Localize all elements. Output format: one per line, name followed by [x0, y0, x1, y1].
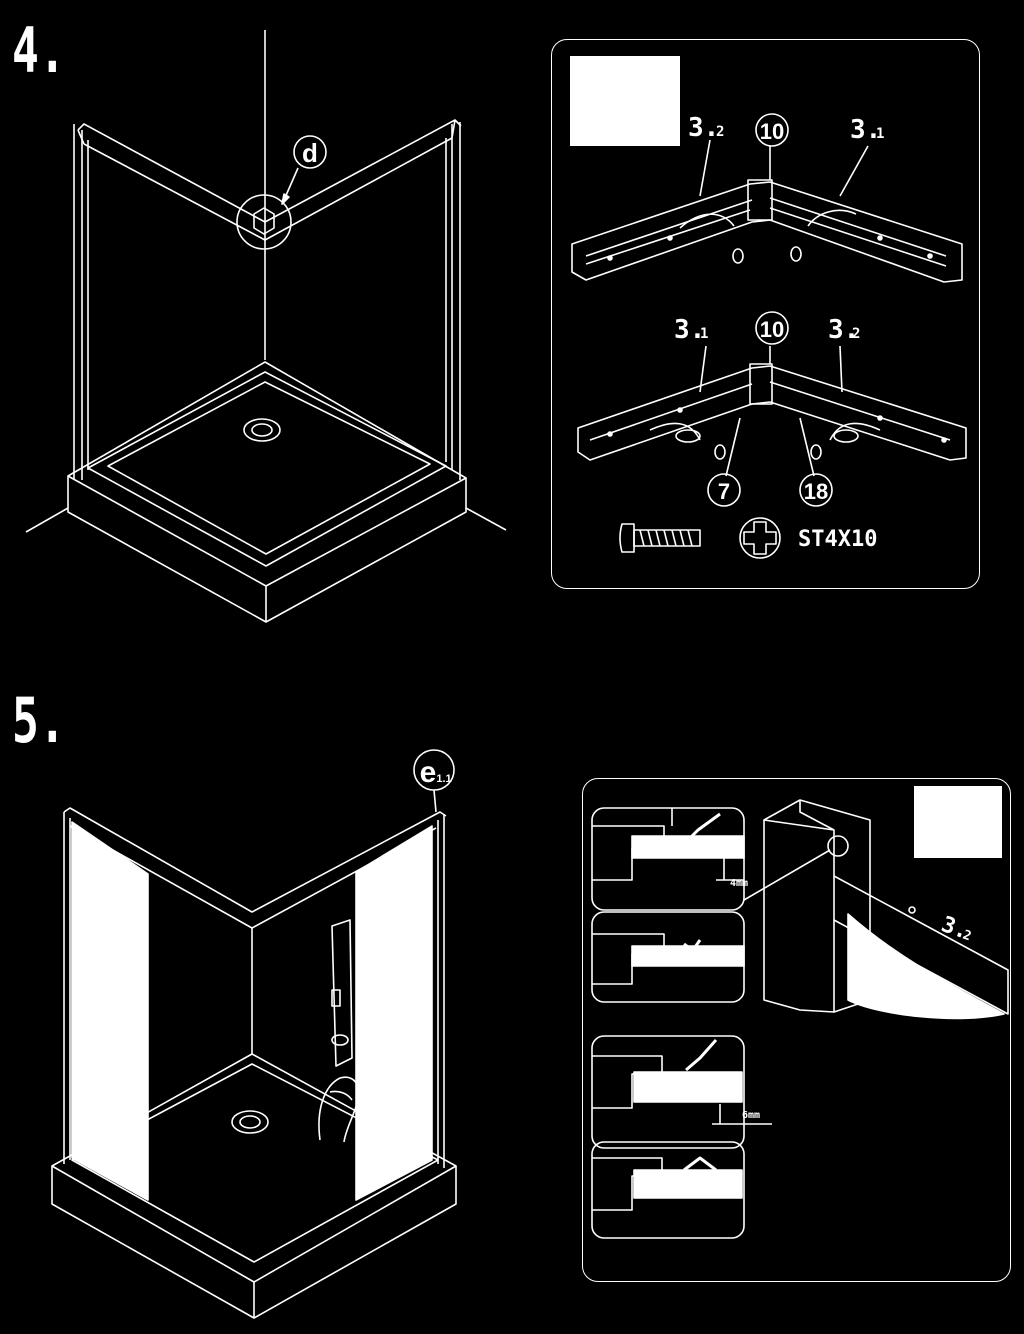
part-3-1-top: 3. [850, 115, 881, 145]
callout-part-10-bottom [755, 311, 789, 345]
part-3-2-top-sub: 2 [716, 124, 724, 140]
step-5-detail-panel [582, 778, 1011, 1282]
part-7-label: 7 [718, 479, 730, 504]
step-4-profile-assembly-bottom [577, 345, 967, 477]
callout-d-label: d [302, 138, 318, 168]
step-4-detail-marker [570, 56, 680, 146]
step-5-detail-marker [914, 786, 1002, 858]
part-3-1-bottom-sub: 1 [700, 326, 708, 342]
part-10-label-bottom: 10 [760, 317, 784, 342]
callout-d [293, 135, 327, 169]
part-3-2-top: 3. [688, 113, 719, 143]
step-5-frame-profile-detail [591, 799, 1009, 1239]
part-3-2-bottom: 3. [828, 315, 859, 345]
screw-spec-label: ST4X10 [798, 527, 877, 552]
callout-part-10-top [755, 113, 789, 147]
part-3-1-bottom: 3. [674, 315, 705, 345]
callout-e-label: e [420, 756, 437, 789]
step-5-number: 5. [12, 684, 66, 757]
step-4-shower-enclosure-drawing [25, 30, 507, 623]
callout-e-sub-label: 1.1 [436, 773, 451, 785]
step-4-number: 4. [12, 14, 66, 87]
part-3-2-bottom-sub: 2 [852, 326, 860, 342]
callout-e-1-1 [413, 749, 455, 813]
gap-4mm-label: 4mm [730, 878, 748, 889]
step-4-detail-panel [551, 39, 980, 589]
screw-icon [619, 523, 701, 553]
phillips-head-icon [739, 517, 781, 559]
step-5-shower-enclosure-drawing [51, 807, 457, 1319]
callout-part-7 [707, 473, 741, 507]
step-4-profile-assembly-top [571, 139, 963, 283]
part-3-1-top-sub: 1 [876, 126, 884, 142]
callout-part-18 [799, 473, 833, 507]
part-10-label-top: 10 [760, 119, 784, 144]
part-18-label: 18 [804, 479, 828, 504]
gap-6mm-label: 6mm [742, 1110, 760, 1121]
